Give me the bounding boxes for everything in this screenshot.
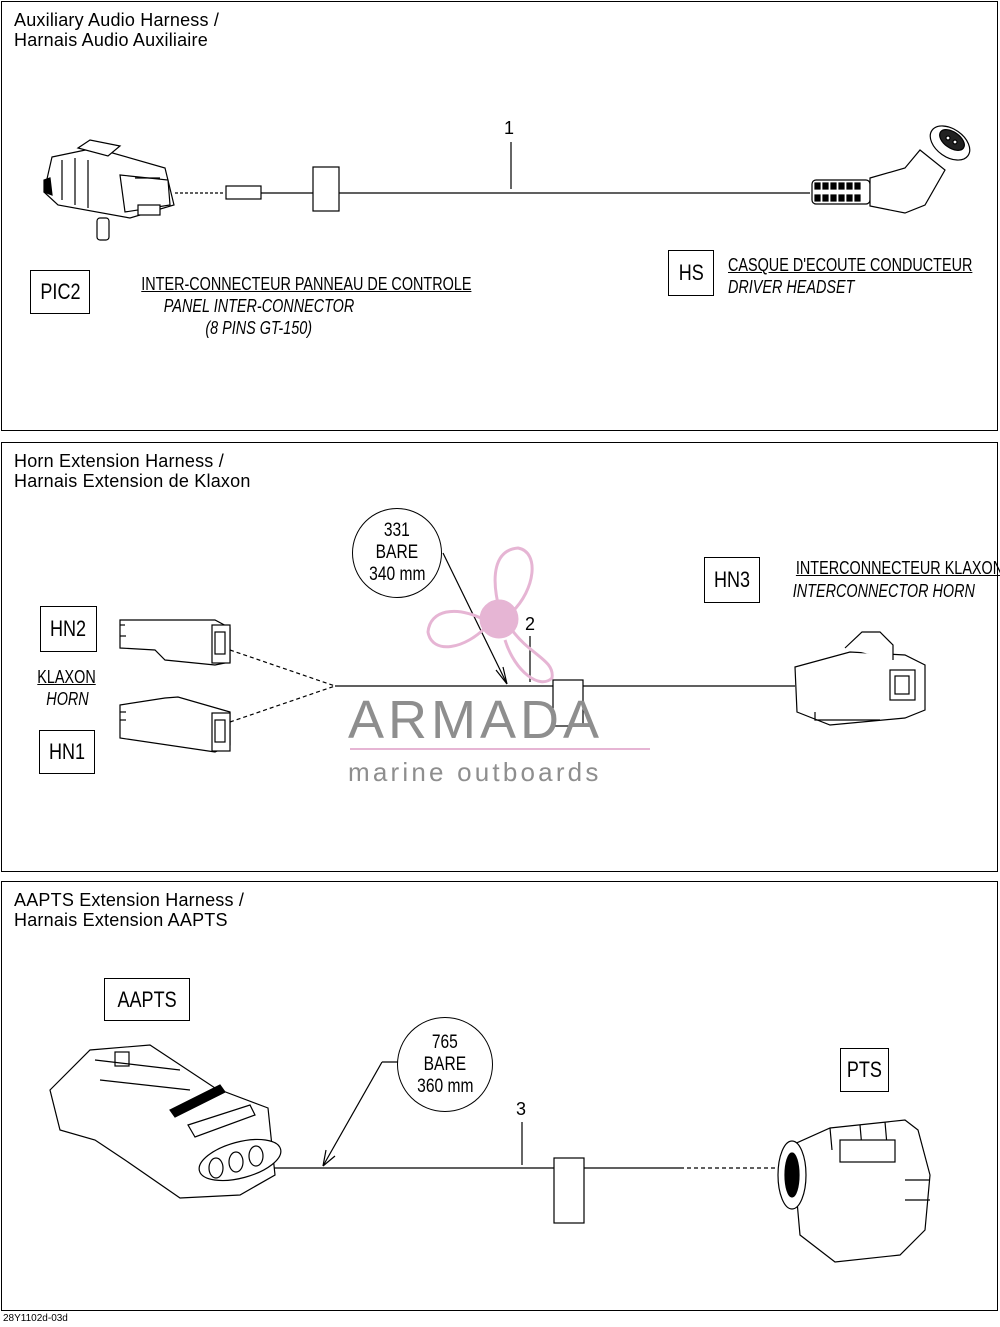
title-line-1: Auxiliary Audio Harness / xyxy=(14,10,220,30)
pts-callout-box: PTS xyxy=(840,1048,889,1092)
label-text: INTERCONNECTOR HORN xyxy=(792,581,975,601)
bubble-text: BARE xyxy=(375,542,419,563)
callout-code: PTS xyxy=(846,1057,883,1082)
label-text: INTERCONNECTEUR KLAXON xyxy=(795,558,1000,578)
callout-code: HN3 xyxy=(713,567,751,592)
hn3-label-fr: INTERCONNECTEUR KLAXON xyxy=(770,557,1000,579)
hn1-connector-icon xyxy=(119,696,231,753)
pts-connector-icon xyxy=(777,1119,931,1263)
hs-label-fr: CASQUE D'ECOUTE CONDUCTEUR xyxy=(728,254,1000,276)
leader-arrow xyxy=(322,1149,336,1167)
wire-label-tag xyxy=(552,679,584,727)
callout-code: PIC2 xyxy=(39,279,81,304)
panel-title: Horn Extension Harness / Harnais Extensi… xyxy=(14,451,251,491)
hs-label-en: DRIVER HEADSET xyxy=(728,276,886,298)
watermark-tagline: marine outboards xyxy=(348,757,602,787)
item-number: 3 xyxy=(516,1099,527,1119)
aapts-connector-icon xyxy=(49,1044,282,1199)
hn2-connector-icon xyxy=(119,619,231,666)
klaxon-label-en: HORN xyxy=(30,688,104,710)
watermark-divider xyxy=(350,748,650,750)
callout-code: HN1 xyxy=(48,739,86,764)
title-line-1: Horn Extension Harness / xyxy=(14,451,224,471)
label-text: KLAXON xyxy=(37,667,97,687)
label-text: PANEL INTER-CONNECTOR xyxy=(163,296,355,316)
wire-label-tag xyxy=(312,166,340,212)
label-text: HORN xyxy=(45,689,89,709)
hn3-callout-box: HN3 xyxy=(704,557,760,603)
hn3-connector-icon xyxy=(794,631,926,726)
panel-title: AAPTS Extension Harness / Harnais Extens… xyxy=(14,890,244,930)
klaxon-label-fr: KLAXON xyxy=(30,666,104,688)
dashed-lead-hn1 xyxy=(229,685,336,723)
pic2-label-en: PANEL INTER-CONNECTOR xyxy=(100,295,418,317)
panel-title: Auxiliary Audio Harness / Harnais Audio … xyxy=(14,10,219,50)
hn3-label-en: INTERCONNECTOR HORN xyxy=(770,580,976,602)
bubble-text: BARE xyxy=(423,1053,467,1075)
label-text: (8 PINS GT-150) xyxy=(205,318,313,338)
title-line-2: Harnais Audio Auxiliaire xyxy=(14,30,208,50)
item-number: 1 xyxy=(504,118,515,138)
drawing-id: 28Y1102d-03d xyxy=(3,1313,68,1324)
callout-code: HN2 xyxy=(50,616,87,641)
headset-connector-icon xyxy=(811,125,971,214)
hn1-callout-box: HN1 xyxy=(39,730,95,774)
audio-harness-panel: Auxiliary Audio Harness / Harnais Audio … xyxy=(1,1,998,431)
watermark-propeller-icon xyxy=(426,546,554,684)
bubble-text: 765 xyxy=(431,1031,458,1053)
item-number: 2 xyxy=(525,614,536,634)
terminal-sleeve xyxy=(225,185,262,200)
leader-arrow xyxy=(495,666,508,685)
length-bubble: 765 BARE 360 mm xyxy=(397,1017,493,1112)
pic2-connector-icon xyxy=(43,139,175,241)
bubble-text: 360 mm xyxy=(416,1075,474,1097)
dashed-lead-hn2 xyxy=(229,649,336,687)
label-text: DRIVER HEADSET xyxy=(728,277,855,297)
title-line-2: Harnais Extension AAPTS xyxy=(14,910,228,930)
pic2-label-fr: INTER-CONNECTEUR PANNEAU DE CONTROLE xyxy=(100,273,471,295)
title-line-2: Harnais Extension de Klaxon xyxy=(14,471,251,491)
watermark-brand: ARMADA xyxy=(348,690,604,750)
aapts-callout-box: AAPTS xyxy=(104,978,190,1021)
title-line-1: AAPTS Extension Harness / xyxy=(14,890,245,910)
hn2-callout-box: HN2 xyxy=(40,606,97,652)
hs-callout-box: HS xyxy=(668,250,714,296)
label-text: CASQUE D'ECOUTE CONDUCTEUR xyxy=(728,255,973,275)
bubble-leader-diag xyxy=(322,1061,383,1167)
label-text: INTER-CONNECTEUR PANNEAU DE CONTROLE xyxy=(141,274,472,294)
callout-code: HS xyxy=(678,260,704,285)
pic2-label-spec: (8 PINS GT-150) xyxy=(100,317,418,339)
length-bubble: 331 BARE 340 mm xyxy=(352,508,442,598)
bubble-text: 331 xyxy=(383,520,410,541)
pic2-callout-box: PIC2 xyxy=(30,270,90,314)
callout-code: AAPTS xyxy=(117,986,177,1012)
wire-label-tag xyxy=(553,1157,585,1224)
bubble-text: 340 mm xyxy=(368,564,426,585)
bubble-leader xyxy=(442,552,508,685)
